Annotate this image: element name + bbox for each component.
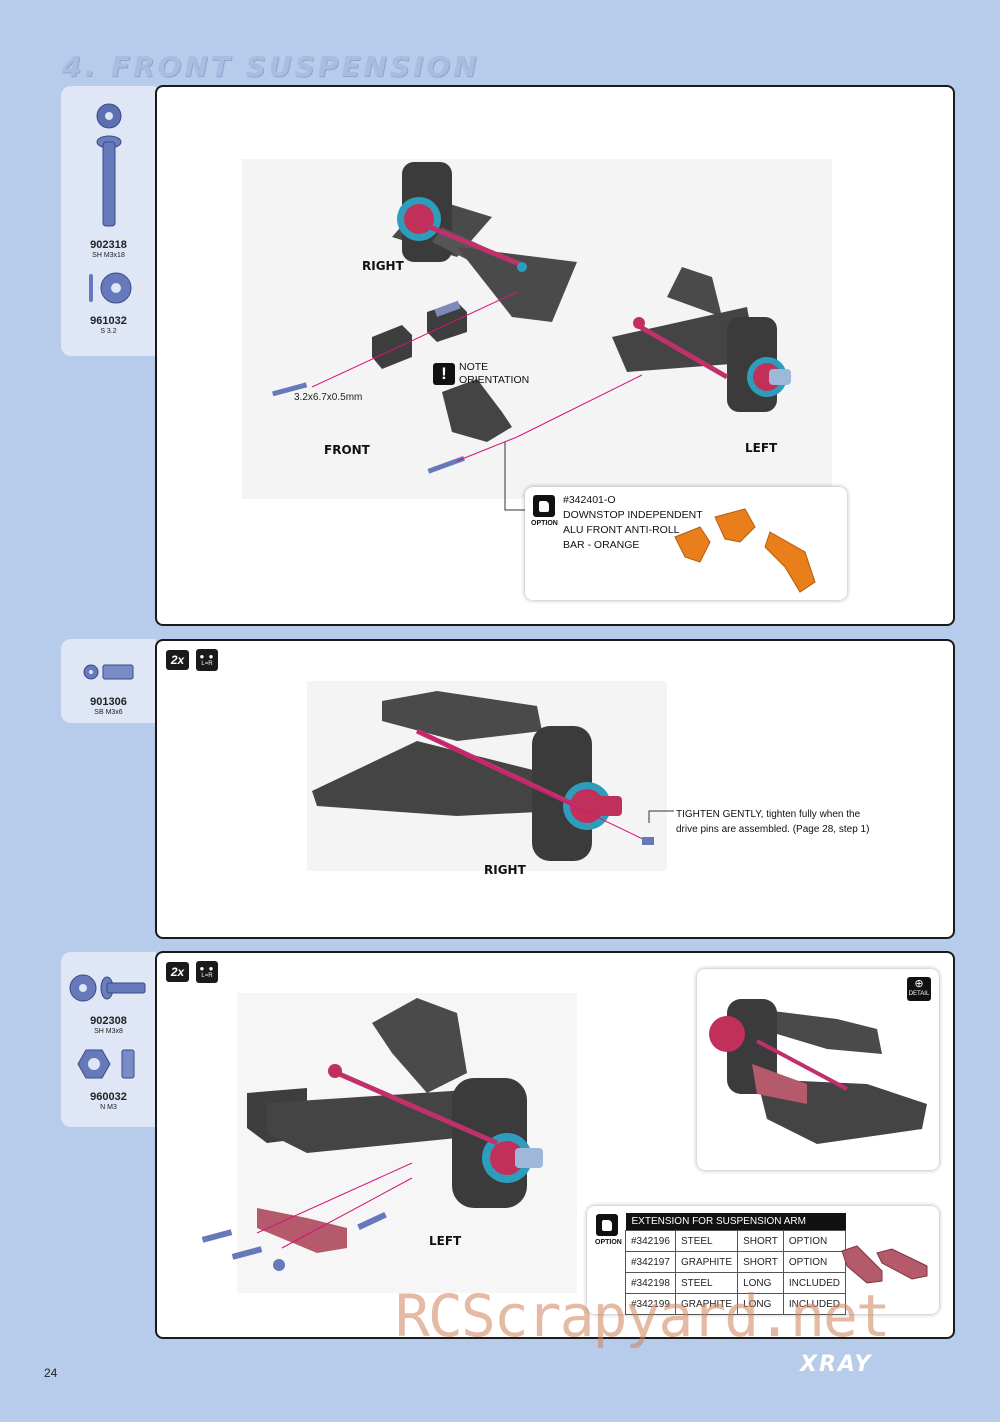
brand-logo: XRAY — [800, 1352, 873, 1377]
left-arm-assembly — [612, 267, 791, 412]
option-text: #342401-O DOWNSTOP INDEPENDENT ALU FRONT… — [563, 493, 703, 553]
washer-961032-icon — [88, 272, 131, 304]
parts-column-step1: 902318 SH M3x18 961032 S 3.2 — [61, 86, 156, 356]
quantity-2x-badge: 2x — [166, 962, 189, 982]
magnifier-icon: ⊕DETAIL — [907, 977, 931, 1001]
label-left: LEFT — [745, 441, 778, 455]
watermark: RCScrapyard.net — [395, 1282, 891, 1350]
part-desc: S 3.2 — [100, 328, 117, 335]
part-desc: SH M3x8 — [94, 1028, 123, 1035]
shaft-901306-icon — [83, 664, 133, 680]
note-line2: ORIENTATION — [459, 374, 530, 386]
table-cell: SHORT — [737, 1230, 784, 1252]
option-line3: ALU FRONT ANTI-ROLL — [563, 524, 680, 536]
option-label: OPTION — [531, 520, 558, 527]
label-right: RIGHT — [484, 863, 526, 877]
extension-table: EXTENSION FOR SUSPENSION ARM #342196 STE… — [625, 1213, 847, 1315]
table-row: #342198 STEEL LONG INCLUDED — [625, 1272, 847, 1294]
screw-902308-icon — [69, 974, 145, 1002]
option-part-number: #342401-O — [563, 494, 616, 506]
table-cell: #342196 — [625, 1230, 676, 1252]
thumbs-up-icon — [533, 495, 555, 517]
parts-column-step3: 902308 SH M3x8 960032 N M3 — [61, 952, 156, 1127]
detail-callout: ⊕DETAIL — [697, 969, 939, 1170]
label-left: LEFT — [429, 1234, 462, 1248]
page-number: 24 — [44, 1366, 58, 1380]
part-code: 902308 — [90, 1015, 127, 1027]
instruction-line2: drive pins are assembled. (Page 28, step… — [676, 824, 870, 835]
orange-downstop-parts-image — [674, 508, 816, 593]
extension-table-title: EXTENSION FOR SUSPENSION ARM — [625, 1213, 846, 1231]
thumbs-up-icon — [596, 1214, 618, 1236]
step3-panel: 2x ● ●L=R LEFT ⊕DETAIL — [155, 951, 955, 1339]
nut-960032-icon — [76, 1049, 134, 1079]
label-right: RIGHT — [362, 259, 404, 273]
step2-panel: 2x ● ●L=R RIGHT TIGHTEN GENTLY, tighten … — [155, 639, 955, 939]
table-cell: INCLUDED — [782, 1293, 847, 1315]
screw-902318-icon — [96, 103, 121, 227]
part-code: 961032 — [90, 315, 127, 327]
step3-diagram — [201, 993, 577, 1293]
quantity-2x-badge: 2x — [166, 650, 189, 670]
option-label: OPTION — [595, 1239, 622, 1246]
detail-image — [709, 999, 927, 1144]
warning-icon: ! — [433, 363, 455, 385]
option-line4: BAR - ORANGE — [563, 539, 640, 551]
part-code: 960032 — [90, 1091, 127, 1103]
tighten-instruction: TIGHTEN GENTLY, tighten fully when the d… — [676, 807, 869, 837]
table-cell: #342197 — [625, 1251, 676, 1273]
extension-parts-image — [841, 1245, 928, 1284]
table-row: #342197 GRAPHITE SHORT OPTION — [625, 1251, 847, 1273]
mounting-blocks — [272, 300, 512, 474]
left-right-icon: ● ●L=R — [196, 961, 218, 983]
table-cell: SHORT — [737, 1251, 784, 1273]
table-cell: GRAPHITE — [674, 1251, 739, 1273]
left-right-icon: ● ●L=R — [196, 649, 218, 671]
note-orientation: NOTE ORIENTATION — [459, 361, 529, 387]
step2-diagram — [307, 681, 674, 871]
part-desc: N M3 — [100, 1104, 117, 1111]
part-code: 901306 — [90, 696, 127, 708]
table-cell: GRAPHITE — [674, 1293, 739, 1315]
instruction-line1: TIGHTEN GENTLY, tighten fully when the — [676, 809, 861, 820]
table-cell: STEEL — [674, 1230, 739, 1252]
label-front: FRONT — [324, 443, 370, 457]
part-code: 902318 — [90, 239, 127, 251]
option-callout: OPTION #342401-O DOWNSTOP INDEPENDENT AL… — [525, 487, 847, 600]
part-desc: SH M3x18 — [92, 252, 125, 259]
section-title: 4. FRONT SUSPENSION — [62, 50, 480, 83]
option-line2: DOWNSTOP INDEPENDENT — [563, 509, 703, 521]
detail-label: DETAIL — [908, 991, 930, 997]
shim-size-label: 3.2x6.7x0.5mm — [294, 392, 363, 403]
table-row: #342199 GRAPHITE LONG INCLUDED — [625, 1293, 847, 1315]
right-arm-assembly — [392, 162, 577, 322]
part-desc: SB M3x6 — [94, 709, 123, 716]
extension-option-callout: OPTION EXTENSION FOR SUSPENSION ARM #342… — [587, 1206, 939, 1315]
table-row: #342196 STEEL SHORT OPTION — [625, 1230, 847, 1252]
parts-column-step2: 901306 SB M3x6 — [61, 639, 156, 723]
note-line1: NOTE — [459, 361, 489, 373]
step1-exploded-diagram — [242, 159, 832, 511]
step1-panel: RIGHT FRONT LEFT 3.2x6.7x0.5mm ! NOTE OR… — [155, 85, 955, 626]
